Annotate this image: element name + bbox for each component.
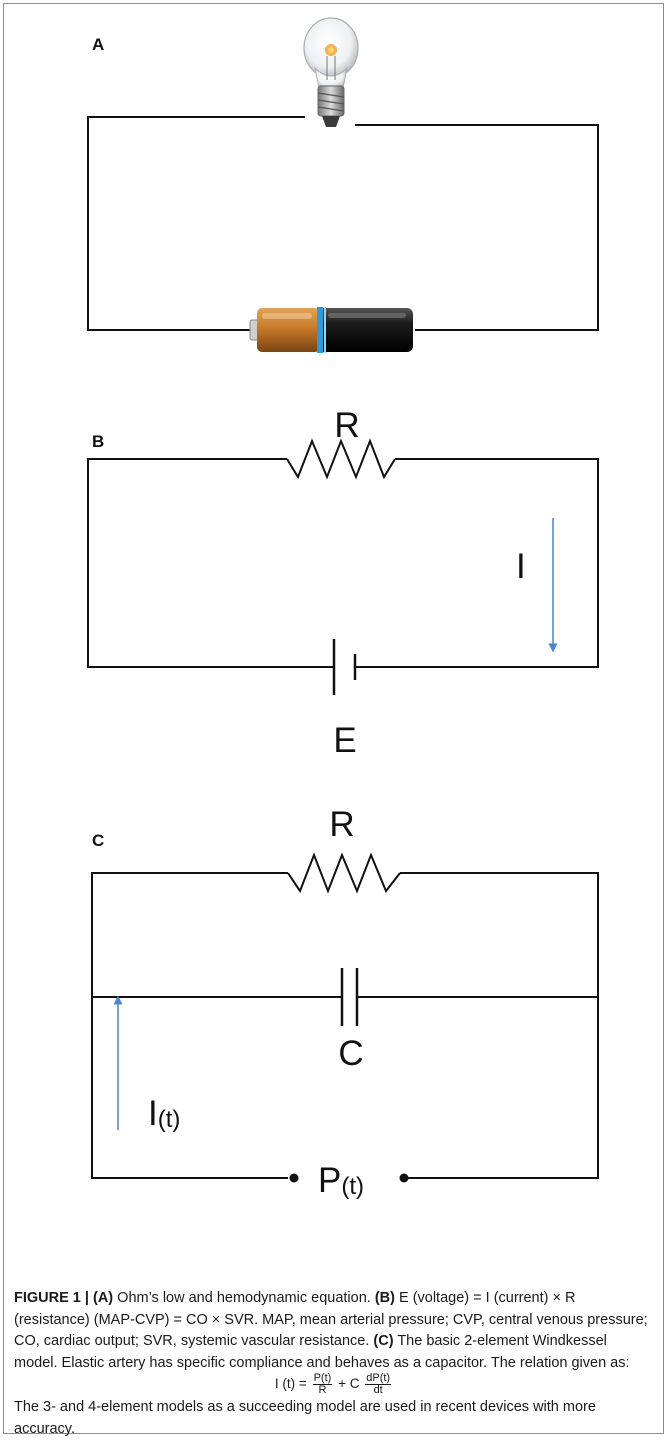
battery-icon	[249, 307, 413, 353]
panel-b-current-label: I	[516, 547, 526, 586]
panel-c-capacitor-label: C	[338, 1034, 363, 1073]
figure-diagram: A B R	[87, 17, 599, 1200]
equation-fraction-2: dP(t) dt	[365, 1372, 392, 1396]
panel-c-pressure-label: P(t)	[318, 1161, 364, 1200]
panel-c-resistor-label: R	[329, 805, 354, 844]
caption-c-text: The basic 2-element Windkessel model. El…	[14, 1333, 630, 1371]
panel-a: A	[87, 17, 599, 353]
caption-a-text: Ohm’s low and hemodynamic equation.	[113, 1290, 375, 1306]
caption-figure-label: FIGURE 1 |	[14, 1290, 89, 1306]
panel-b-resistor-symbol	[286, 438, 396, 480]
caption-b-marker: (B)	[374, 1290, 395, 1306]
panel-c-current-label: I(t)	[148, 1094, 180, 1133]
panel-b-battery-label: E	[333, 721, 356, 760]
panel-b-letter: B	[92, 432, 104, 451]
panel-b-wire-left	[87, 458, 334, 668]
equation-fraction-2-denominator: dt	[373, 1384, 383, 1396]
caption-equation: I (t) = P(t) R + C dP(t) dt	[14, 1373, 654, 1396]
equation-fraction-1: P(t) R	[312, 1372, 333, 1396]
pressure-terminal-left	[289, 1173, 299, 1183]
caption-b-text: E (voltage) = I (current) × R (resistanc…	[14, 1290, 648, 1349]
panel-b-wire-right	[355, 458, 599, 668]
equation-fraction-1-numerator: P(t)	[312, 1372, 333, 1385]
panel-b-resistor-label: R	[334, 406, 359, 445]
panel-a-wire-right	[355, 124, 599, 331]
caption-c-marker: (C)	[373, 1333, 394, 1349]
panel-a-letter: A	[92, 35, 104, 54]
panel-c-wire-right	[400, 872, 599, 1179]
pressure-terminal-right	[399, 1173, 409, 1183]
panel-a-wire-left	[87, 116, 305, 331]
panel-c-letter: C	[92, 831, 104, 850]
caption-closing: The 3- and 4-element models as a succeed…	[14, 1399, 596, 1437]
equation-fraction-1-denominator: R	[318, 1384, 327, 1396]
light-bulb-icon	[303, 17, 359, 127]
panel-c-resistor-symbol	[287, 852, 401, 894]
figure-frame	[3, 3, 664, 1434]
equation-fraction-2-numerator: dP(t)	[365, 1372, 392, 1385]
panel-c-wire-left	[91, 872, 288, 1179]
equation-lhs: I (t) =	[274, 1376, 307, 1392]
panel-c: C R C I(t) P(t)	[91, 805, 599, 1200]
caption-a-marker: (A)	[93, 1290, 114, 1306]
equation-plus: + C	[338, 1376, 360, 1392]
caption-body: FIGURE 1 | (A) Ohm’s low and hemodynamic…	[14, 1288, 654, 1374]
panel-b: B R I E	[87, 406, 599, 760]
figure-caption: FIGURE 1 | (A) Ohm’s low and hemodynamic…	[14, 1288, 654, 1440]
